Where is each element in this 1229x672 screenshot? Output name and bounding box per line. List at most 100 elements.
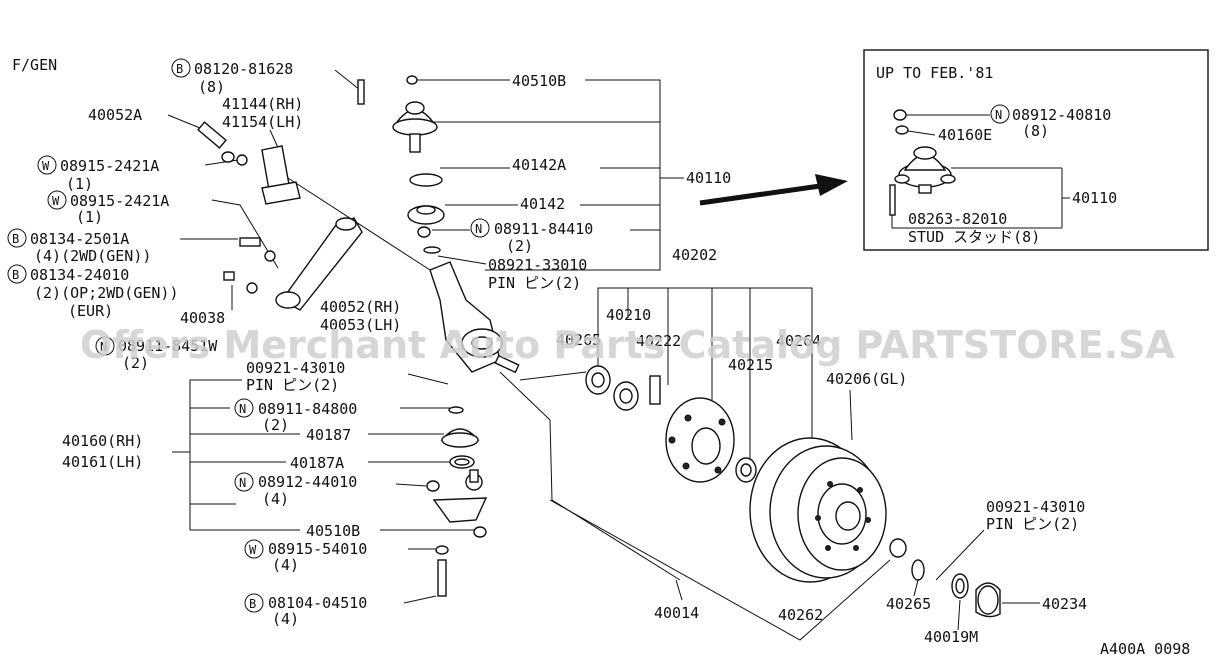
svg-text:N: N [239,476,246,490]
label-40206: 40206(GL) [826,370,907,388]
inset-assembly-label: 40110 [1072,189,1117,207]
inset-nut-number: 08912-40810 [1012,106,1111,124]
inset-nut-marker: N [995,108,1002,122]
svg-text:(4): (4) [262,490,289,508]
label-40265-top: 40265 [556,331,601,349]
label-40510B-top: 40510B [512,72,566,90]
bracket-assembly [197,121,431,311]
label-40215: 40215 [728,356,773,374]
label-pin-00921-43010-right: 00921-43010 PIN ピン(2) [935,498,1085,581]
hub-flange [665,397,735,483]
label-40210: 40210 [606,306,651,324]
label-n-08911-84410: N 08911-84410 (2) [432,218,593,255]
upper-ball-joint [357,75,445,254]
svg-text:(4): (4) [272,610,299,628]
label-40161: 40161(LH) [62,453,143,471]
label-40142: 40142 [520,195,565,213]
svg-text:(1): (1) [76,208,103,226]
svg-text:N: N [475,222,482,236]
watermark: Offers Merchant Auto Parts Catalog PARTS… [80,323,1175,367]
label-b-08104-04510: B 08104-04510 (4) [244,593,437,628]
svg-text:(1): (1) [66,175,93,193]
label-40222: 40222 [636,332,681,350]
hub-bearings [519,365,661,411]
label-40110: 40110 [686,169,731,187]
svg-text:08104-04510: 08104-04510 [268,594,367,612]
label-40014: 40014 [654,604,699,622]
label-41144: 41144(RH) [222,95,303,113]
svg-text:08134-24010: 08134-24010 [30,266,129,284]
label-40262: 40262 [778,606,823,624]
svg-text:(2): (2) [506,237,533,255]
svg-text:PIN ピン(2): PIN ピン(2) [488,274,581,292]
label-n-08912-44010: N 08912-44010 (4) [234,472,427,508]
svg-text:08915-2421A: 08915-2421A [60,157,159,175]
label-08120-81628: B 08120-81628 (8) [171,58,361,96]
label-n-08911-84800: N 08911-84800 (2) [234,398,450,434]
svg-text:08911-84800: 08911-84800 [258,400,357,418]
svg-text:00921-43010: 00921-43010 [246,359,345,377]
label-40019M: 40019M [924,628,978,646]
svg-text:PIN ピン(2): PIN ピン(2) [246,376,339,394]
svg-text:W: W [249,543,257,557]
label-b-08134-24010: B 08134-24010 (2)(OP;2WD(GEN)) (EUR) [7,264,179,320]
svg-text:08911-8451W: 08911-8451W [118,337,218,355]
label-40053LH: 40053(LH) [320,316,401,334]
inset-stud-desc: STUD スタッド(8) [908,228,1040,246]
brake-drum [749,437,887,583]
svg-text:N: N [239,402,246,416]
label-40142A: 40142A [512,156,566,174]
seal [735,457,757,483]
inset-ball-joint [894,146,956,194]
label-40187A: 40187A [290,454,344,472]
svg-text:00921-43010: 00921-43010 [986,498,1085,516]
label-40160: 40160(RH) [62,432,143,450]
lower-ball-joint [426,406,488,597]
label-40052A: 40052A [88,106,142,124]
arrow-to-inset [699,174,848,206]
svg-text:B: B [249,597,256,611]
svg-text:W: W [52,194,60,208]
svg-text:(4)(2WD(GEN)): (4)(2WD(GEN)) [34,247,151,265]
svg-text:(2): (2) [122,354,149,372]
diagram-code: F/GEN [12,56,57,74]
label-w-08915-2421A-1: W 08915-2421A (1) [37,155,239,193]
svg-text:(2): (2) [262,416,289,434]
figure-code: A400A 0098 [1100,640,1190,658]
svg-text:08915-54010: 08915-54010 [268,540,367,558]
label-40052RH: 40052(RH) [320,298,401,316]
svg-text:(4): (4) [272,556,299,574]
label-40264: 40264 [776,332,821,350]
svg-text:08912-44010: 08912-44010 [258,473,357,491]
inset-title: UP TO FEB.'81 [876,64,993,82]
label-40038: 40038 [180,309,225,327]
svg-text:08120-81628: 08120-81628 [194,60,293,78]
label-n-08911-left: N 08911-8451W (2) [95,336,218,372]
svg-text:08134-2501A: 08134-2501A [30,230,129,248]
label-w-08915-2421A-2: W 08915-2421A (1) [47,190,279,269]
svg-text:08911-84410: 08911-84410 [494,220,593,238]
label-pin-00921-43010-left: 00921-43010 PIN ピン(2) [246,359,449,394]
inset-washer-label: 40160E [938,126,992,144]
inset-stud-number: 08263-82010 [908,210,1007,228]
inset-nut-qty: (8) [1022,122,1049,140]
label-40265: 40265 [886,595,931,613]
label-41154: 41154(LH) [222,113,303,131]
label-40510B-bottom: 40510B [306,522,360,540]
svg-text:(2)(OP;2WD(GEN)): (2)(OP;2WD(GEN)) [34,284,179,302]
label-40234: 40234 [1042,595,1087,613]
svg-text:08915-2421A: 08915-2421A [70,192,169,210]
svg-text:N: N [100,340,107,354]
inset-panel: UP TO FEB.'81 N 08912-40810 (8) 40160E 4… [863,49,1209,251]
label-b-08134-2501A: B 08134-2501A (4)(2WD(GEN)) [7,228,238,265]
svg-text:B: B [12,268,19,282]
svg-text:B: B [176,62,183,76]
label-40187: 40187 [306,426,351,444]
svg-text:B: B [12,232,19,246]
label-w-08915-54010: W 08915-54010 (4) [244,539,436,574]
steering-knuckle [429,261,520,374]
svg-text:W: W [42,159,50,173]
label-40202: 40202 [672,246,717,264]
svg-text:(EUR): (EUR) [68,302,113,320]
